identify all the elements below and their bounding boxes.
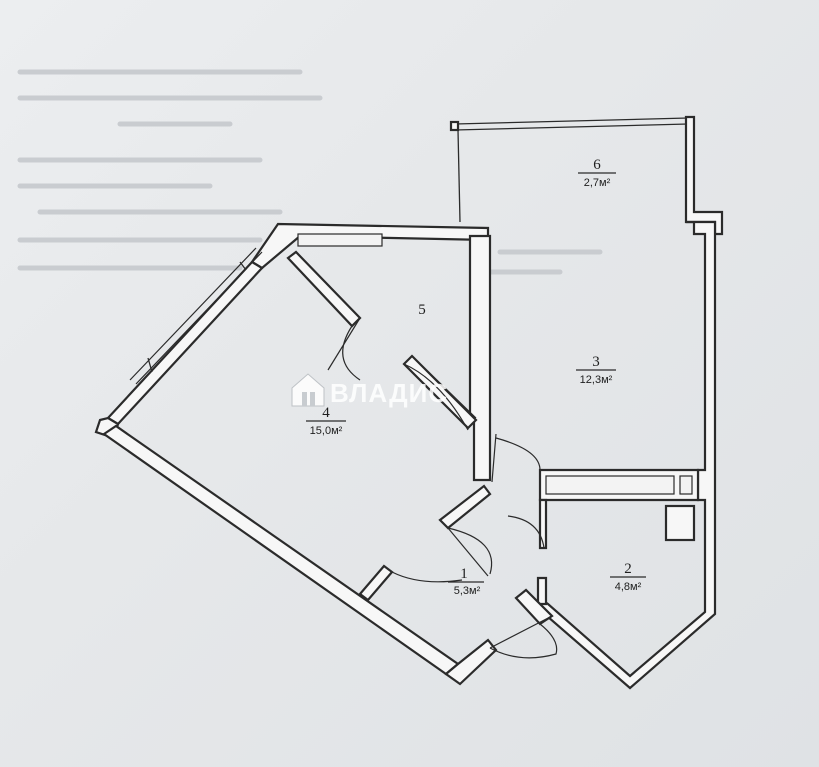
room-number-4: 4 bbox=[322, 405, 330, 421]
room-label-5: 5 bbox=[418, 302, 426, 318]
room-label-4: 4 15,0м² bbox=[306, 405, 346, 437]
house-logo-icon bbox=[291, 373, 325, 407]
room-area-1: 5,3м² bbox=[454, 585, 481, 597]
room-label-3: 3 12,3м² bbox=[576, 354, 616, 386]
room-label-2: 2 4,8м² bbox=[610, 561, 646, 593]
room-area-6: 2,7м² bbox=[584, 177, 611, 189]
door-swings bbox=[327, 317, 558, 659]
watermark: ВЛАДИС bbox=[291, 373, 448, 408]
room-label-6: 6 2,7м² bbox=[578, 157, 616, 189]
window-left bbox=[129, 247, 263, 385]
room-area-4: 15,0м² bbox=[310, 425, 343, 437]
outer-walls bbox=[94, 222, 498, 686]
bleed-through-text bbox=[17, 69, 603, 275]
room-number-3: 3 bbox=[592, 354, 600, 370]
watermark-text: ВЛАДИС bbox=[330, 378, 448, 408]
room-area-3: 12,3м² bbox=[580, 374, 613, 386]
balcony-walls bbox=[449, 115, 724, 236]
room-number-1: 1 bbox=[460, 566, 468, 582]
window-top bbox=[297, 233, 383, 247]
room-number-2: 2 bbox=[624, 561, 632, 577]
interior-walls bbox=[286, 234, 700, 626]
room-number-5: 5 bbox=[418, 302, 426, 318]
right-wall bbox=[538, 220, 717, 690]
room-number-6: 6 bbox=[593, 157, 601, 173]
room-area-2: 4,8м² bbox=[615, 581, 642, 593]
room-label-1: 1 5,3м² bbox=[448, 566, 484, 597]
